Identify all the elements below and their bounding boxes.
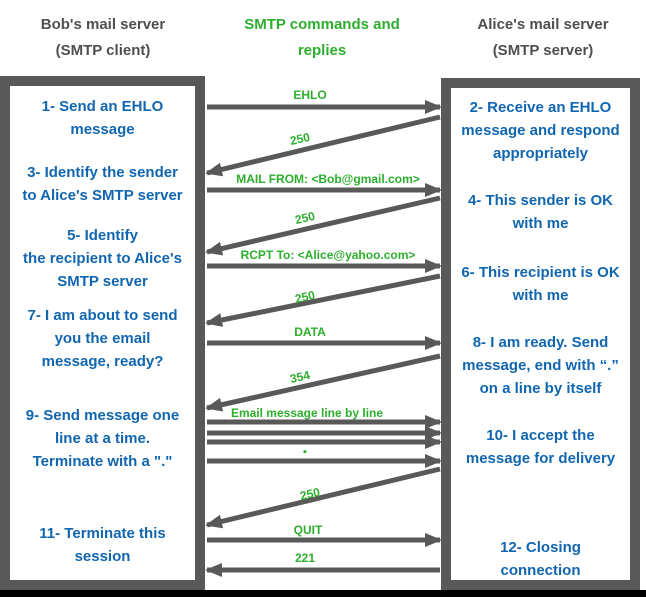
message-arrow-5	[205, 273, 441, 327]
server-box: 2- Receive an EHLO message and respond a…	[441, 78, 640, 590]
server-step-8: 8- I am ready. Send message, end with “.…	[462, 334, 619, 397]
client-step-3: 3- Identify the sender to Alice's SMTP s…	[22, 164, 183, 204]
message-label-11: ▪	[303, 446, 307, 458]
message-arrow-12	[205, 466, 441, 529]
message-label-0: EHLO	[293, 88, 327, 102]
client-step-1: 1- Send an EHLO message	[41, 98, 164, 138]
message-label-8: Email message line by line	[230, 406, 384, 420]
message-arrow-1	[205, 114, 441, 177]
client-box: 1- Send an EHLO message 3- Identify the …	[0, 76, 205, 590]
client-step-11: 11- Terminate this session	[39, 525, 166, 565]
message-arrow-7	[205, 353, 441, 412]
message-label-13: QUIT	[293, 523, 323, 537]
server-header: Alice's mail server (SMTP server)	[477, 16, 609, 59]
server-step-4: 4- This sender is OK with me	[467, 192, 614, 232]
message-label-6: DATA	[294, 325, 326, 339]
message-label-4: RCPT To: <Alice@yahoo.com>	[240, 248, 416, 262]
server-step-12: 12- Closing connection	[500, 539, 581, 579]
client-step-9: 9- Send message one line at a time. Term…	[25, 407, 180, 470]
commands-header: SMTP commands and replies	[244, 16, 400, 59]
message-arrow-3	[205, 195, 441, 256]
server-step-6: 6- This recipient is OK with me	[461, 264, 620, 304]
bottom-bar	[0, 590, 646, 597]
server-step-10: 10- I accept the message for delivery	[465, 427, 616, 467]
message-label-2: MAIL FROM: <Bob@gmail.com>	[236, 172, 420, 186]
server-step-2: 2- Receive an EHLO message and respond a…	[461, 99, 620, 162]
client-step-7: 7- I am about to send you the email mess…	[27, 307, 178, 370]
message-label-14: 221	[294, 551, 316, 565]
client-header: Bob's mail server (SMTP client)	[40, 16, 166, 59]
client-step-5: 5- Identify the recipient to Alice's SMT…	[23, 227, 182, 290]
